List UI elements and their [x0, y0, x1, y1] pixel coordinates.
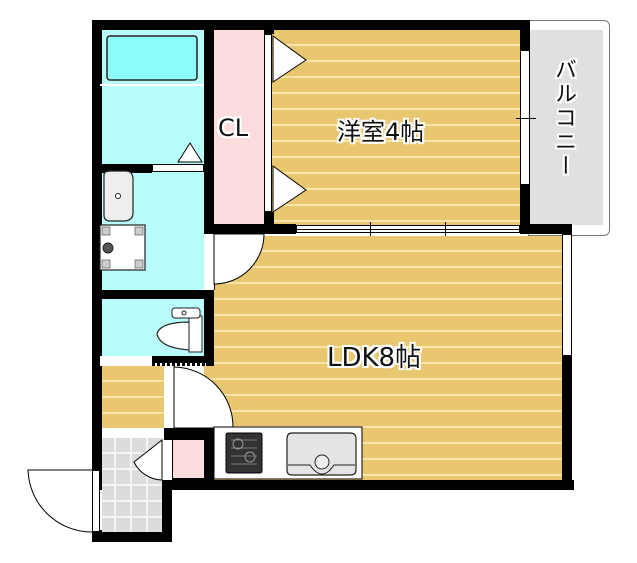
washroom-door-swing — [213, 233, 265, 285]
entrance-door-swing — [27, 469, 93, 533]
closet-door-triangle-bottom — [272, 165, 307, 213]
wall-western-ldk-right — [520, 224, 572, 234]
wall-right-western — [520, 20, 530, 50]
toilet-door-dashes — [152, 363, 206, 366]
wall-right-western-lower — [520, 184, 530, 234]
sliding-door-mark — [445, 222, 446, 236]
wall-shoe-right — [204, 428, 214, 488]
wall-right-ldk — [562, 356, 572, 490]
balcony-label: バルコニー — [551, 58, 576, 178]
wall-hallway-kitchen — [164, 428, 214, 440]
window-ldk-right — [562, 234, 572, 356]
wall-top — [92, 20, 530, 30]
stove-icon — [225, 432, 263, 474]
wall-bottom — [162, 480, 574, 490]
hallway-door-swing — [173, 366, 234, 429]
window-mullion — [516, 118, 536, 119]
shoe-door-swing — [133, 438, 163, 481]
wall-wash-toilet — [92, 290, 214, 299]
sliding-door-mark — [370, 222, 371, 236]
sliding-door-divider — [296, 229, 520, 230]
balcony-floor — [530, 30, 603, 225]
wall-left — [92, 20, 102, 490]
wall-toilet-right — [204, 290, 214, 366]
closet-door-track — [264, 34, 272, 212]
western-room-floor — [272, 30, 522, 226]
closet-floor — [212, 30, 264, 225]
wall-wet-closet — [204, 20, 214, 234]
closet-door-triangle-top — [272, 35, 307, 83]
wall-entrance-bottom — [92, 532, 172, 542]
bathtub-icon — [106, 35, 198, 81]
hallway-floor — [100, 366, 164, 428]
entrance-door-frame — [92, 470, 100, 532]
wall-western-ldk — [204, 224, 296, 234]
bath-door-icon — [177, 142, 203, 163]
wall-closet-western-bottom — [264, 212, 274, 234]
wall-entrance-right — [162, 480, 172, 540]
hallway-step — [100, 428, 164, 438]
toilet-icon — [156, 321, 191, 351]
western-room-label: 洋室4帖 — [337, 118, 425, 146]
closet-label: CL — [218, 114, 249, 142]
ldk-label: LDK8帖 — [327, 343, 422, 373]
wall-bath-wash — [92, 164, 152, 173]
shoe-closet — [172, 440, 204, 480]
bath-door[interactable] — [152, 164, 204, 172]
wall-closet-western-top — [264, 20, 274, 34]
toilet-bottom-white — [100, 356, 152, 366]
wall-shoe-bottom — [162, 478, 214, 488]
wall-toilet-bottom — [152, 356, 214, 363]
shoe-door-frame — [162, 440, 173, 480]
